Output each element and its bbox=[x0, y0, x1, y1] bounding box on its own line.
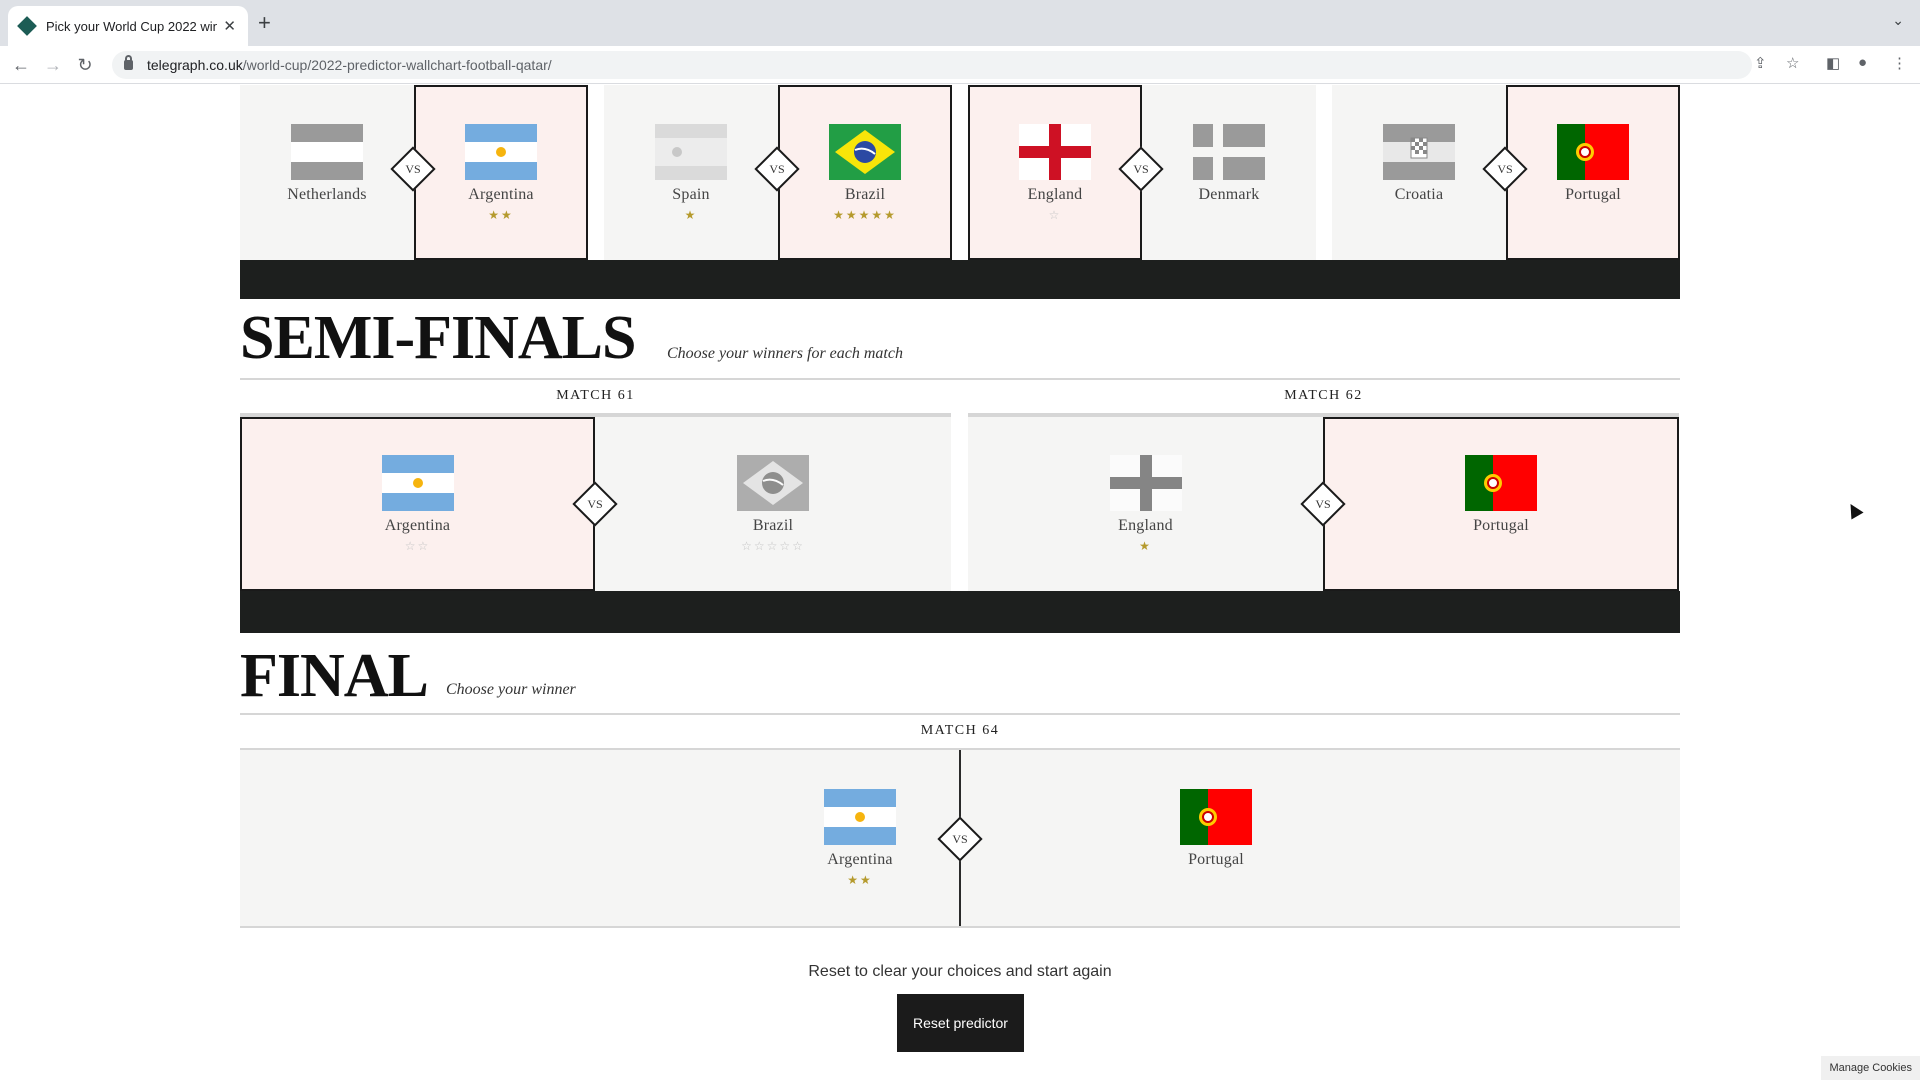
new-tab-icon[interactable]: + bbox=[258, 10, 271, 35]
team-name: England bbox=[1027, 185, 1083, 203]
denmark-flag-icon bbox=[1193, 123, 1265, 180]
side-panel-icon[interactable]: ◧ bbox=[1826, 55, 1841, 72]
menu-icon[interactable]: ⋮ bbox=[1892, 55, 1907, 72]
quarter-final-match-1: Netherlands Argentina ★★ bbox=[240, 85, 588, 260]
final-subtitle: Choose your winner bbox=[446, 681, 576, 698]
divider bbox=[240, 378, 1680, 380]
url-host: telegraph.co.uk bbox=[147, 57, 243, 73]
netherlands-flag-icon bbox=[291, 123, 363, 180]
quarter-final-match-2: Spain ★ Brazil ★★★★★ bbox=[604, 85, 952, 260]
argentina-flag-icon bbox=[824, 789, 896, 845]
bookmark-star-icon[interactable]: ☆ bbox=[1786, 55, 1800, 72]
team-card-portugal[interactable]: Portugal bbox=[1116, 750, 1316, 926]
team-stars: ★ bbox=[684, 207, 698, 222]
reset-instructions: Reset to clear your choices and start ag… bbox=[808, 963, 1112, 980]
reset-predictor-button[interactable]: Reset predictor bbox=[897, 994, 1024, 1052]
team-stars: ★★ bbox=[847, 873, 873, 887]
browser-tab[interactable]: Pick your World Cup 2022 win... ✕ bbox=[8, 6, 248, 46]
england-flag-icon bbox=[1109, 455, 1182, 511]
team-card-england[interactable]: England ★ bbox=[968, 417, 1323, 591]
browser-tabstrip: Pick your World Cup 2022 win... ✕ + ⌄ bbox=[0, 0, 1920, 46]
section-divider-bar bbox=[240, 591, 1680, 633]
address-bar[interactable]: telegraph.co.uk/world-cup/2022-predictor… bbox=[112, 51, 1752, 79]
semi-final-match-61: Argentina ☆☆ Brazil ☆☆☆☆☆ bbox=[240, 413, 951, 591]
page-content: Netherlands Argentina ★★ VS Spain ★ Braz… bbox=[0, 85, 1920, 1080]
team-card-argentina[interactable]: Argentina ☆☆ bbox=[240, 417, 595, 591]
team-name: Argentina bbox=[468, 185, 534, 203]
team-name: Portugal bbox=[1565, 185, 1621, 203]
divider bbox=[240, 713, 1680, 715]
team-name: Argentina bbox=[384, 517, 451, 534]
team-name: Argentina bbox=[827, 851, 893, 868]
brazil-flag-icon bbox=[829, 123, 901, 180]
team-stars: ☆ bbox=[1048, 207, 1062, 222]
team-stars: ☆☆☆☆☆ bbox=[741, 539, 805, 553]
quarter-final-match-3: England ☆ Denmark bbox=[968, 85, 1316, 260]
semi-finals-subtitle: Choose your winners for each match bbox=[667, 345, 903, 362]
profile-avatar-icon[interactable]: ● bbox=[1858, 54, 1868, 71]
croatia-flag-icon bbox=[1383, 123, 1455, 180]
url-path: /world-cup/2022-predictor-wallchart-foot… bbox=[242, 57, 552, 73]
brazil-flag-icon bbox=[737, 455, 809, 511]
team-card-netherlands[interactable]: Netherlands bbox=[240, 85, 414, 260]
england-flag-icon bbox=[1019, 123, 1091, 180]
match-label-62: MATCH 62 bbox=[1284, 388, 1363, 403]
section-divider-bar bbox=[240, 260, 1680, 299]
team-card-croatia[interactable]: Croatia bbox=[1332, 85, 1506, 260]
manage-cookies-button[interactable]: Manage Cookies bbox=[1821, 1056, 1920, 1080]
team-name: Brazil bbox=[752, 517, 794, 534]
team-card-england[interactable]: England ☆ bbox=[968, 85, 1142, 260]
share-icon[interactable]: ⇪ bbox=[1754, 55, 1767, 72]
team-stars: ☆☆ bbox=[404, 539, 431, 553]
semi-final-match-62: England ★ Portugal bbox=[968, 413, 1679, 591]
tab-title: Pick your World Cup 2022 win... bbox=[46, 18, 218, 34]
telegraph-favicon-icon bbox=[17, 16, 37, 36]
portugal-flag-icon bbox=[1557, 123, 1629, 180]
team-stars: ★ bbox=[1139, 539, 1152, 553]
team-name: England bbox=[1118, 517, 1173, 534]
portugal-flag-icon bbox=[1465, 455, 1537, 511]
argentina-flag-icon bbox=[381, 455, 454, 511]
team-name: Croatia bbox=[1394, 185, 1444, 203]
portugal-flag-icon bbox=[1180, 789, 1252, 845]
team-card-portugal[interactable]: Portugal bbox=[1323, 417, 1679, 591]
team-card-brazil[interactable]: Brazil ★★★★★ bbox=[778, 85, 952, 260]
team-stars: ★★ bbox=[488, 207, 514, 222]
lock-icon bbox=[124, 55, 133, 70]
team-card-portugal[interactable]: Portugal bbox=[1506, 85, 1680, 260]
team-card-denmark[interactable]: Denmark bbox=[1142, 85, 1316, 260]
team-name: Portugal bbox=[1473, 517, 1529, 534]
close-icon[interactable]: ✕ bbox=[223, 18, 236, 35]
semi-finals-title: SEMI-FINALS bbox=[240, 304, 637, 372]
spain-flag-icon bbox=[655, 123, 727, 180]
team-name: Portugal bbox=[1188, 851, 1244, 868]
match-label-64: MATCH 64 bbox=[920, 723, 1000, 738]
team-stars: ★★★★★ bbox=[833, 207, 897, 222]
team-card-argentina[interactable]: Argentina ★★ bbox=[760, 750, 960, 926]
team-card-argentina[interactable]: Argentina ★★ bbox=[414, 85, 588, 260]
team-card-brazil[interactable]: Brazil ☆☆☆☆☆ bbox=[595, 417, 951, 591]
team-card-spain[interactable]: Spain ★ bbox=[604, 85, 778, 260]
match-label-61: MATCH 61 bbox=[556, 388, 635, 403]
team-name: Spain bbox=[672, 185, 710, 203]
browser-toolbar: ← → ↻ telegraph.co.uk/world-cup/2022-pre… bbox=[0, 46, 1920, 84]
back-icon[interactable]: ← bbox=[12, 54, 30, 75]
final-title: FINAL bbox=[240, 642, 429, 710]
forward-icon[interactable]: → bbox=[44, 54, 62, 75]
team-name: Denmark bbox=[1198, 185, 1260, 203]
reload-icon[interactable]: ↻ bbox=[77, 54, 93, 75]
chevron-down-icon[interactable]: ⌄ bbox=[1892, 12, 1904, 28]
team-name: Netherlands bbox=[287, 185, 367, 203]
team-name: Brazil bbox=[844, 185, 886, 203]
argentina-flag-icon bbox=[465, 123, 537, 180]
